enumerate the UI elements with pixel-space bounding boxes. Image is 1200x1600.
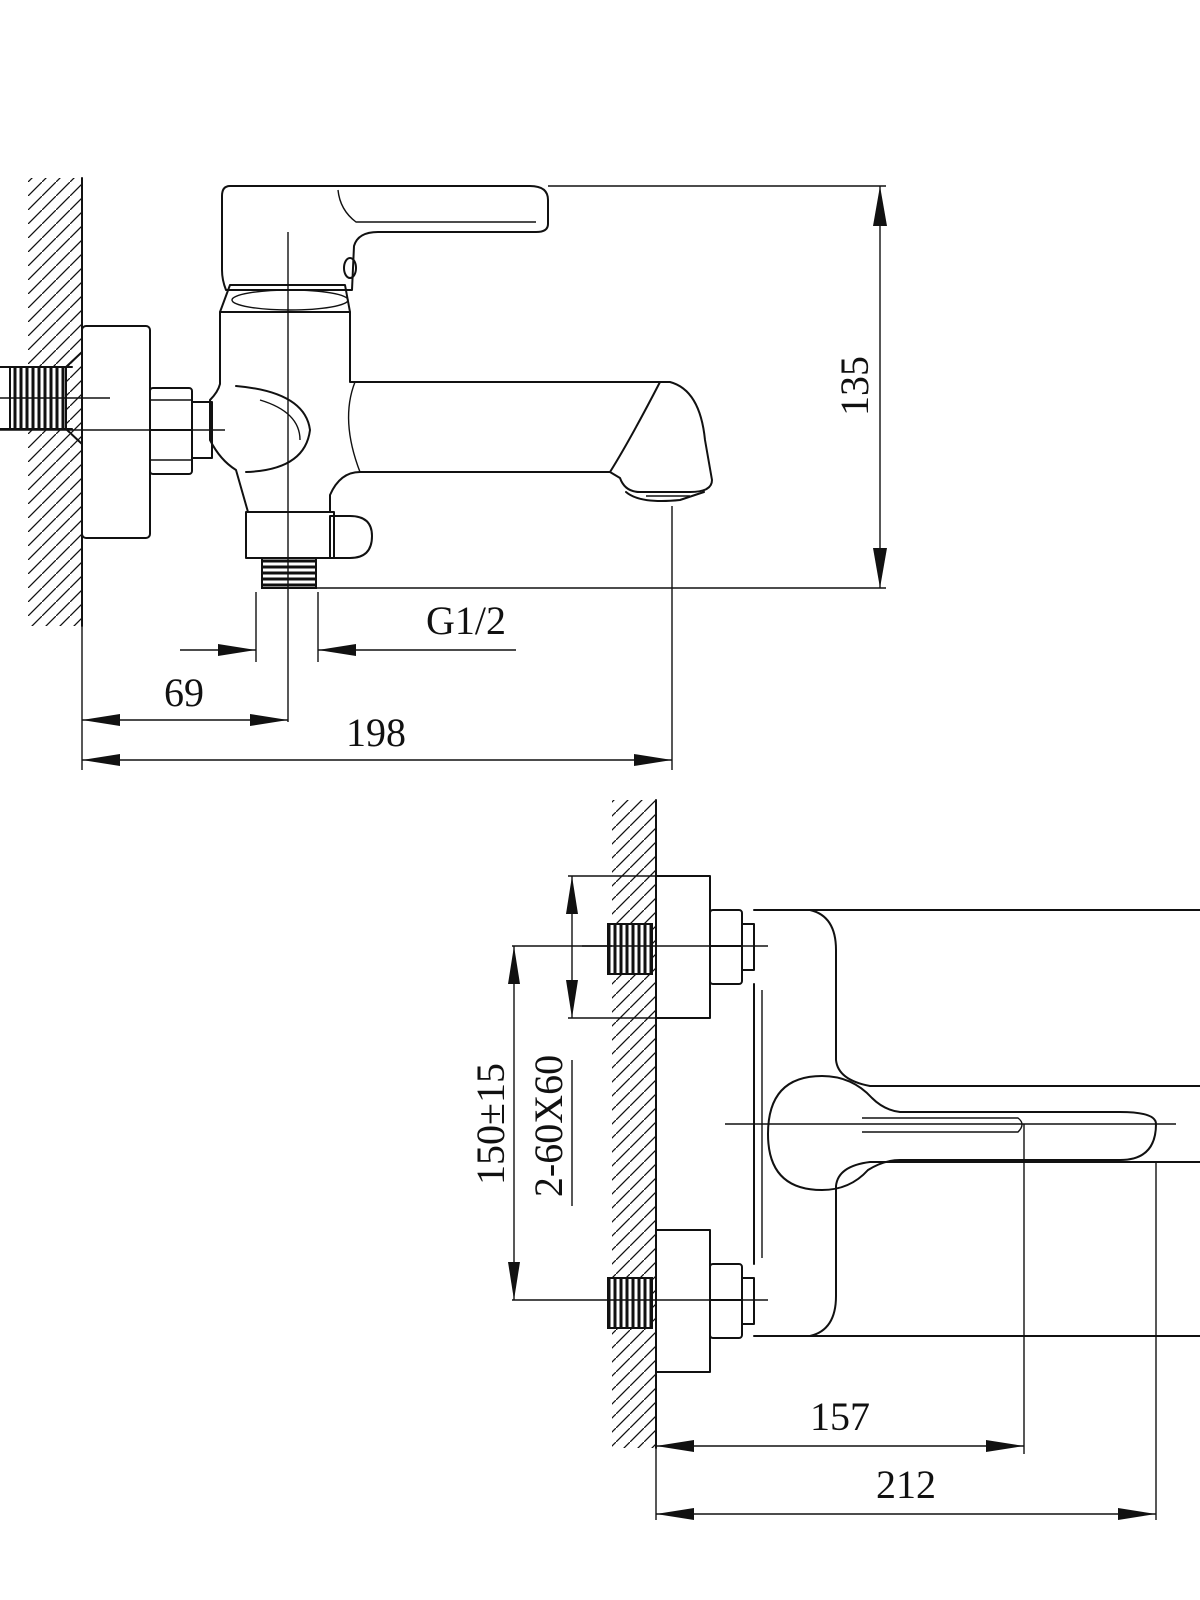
aerator bbox=[625, 491, 705, 502]
upper-flange bbox=[655, 875, 711, 1019]
wall-hatch-top bbox=[612, 800, 656, 1448]
dim-eccentric: 2-60X60 bbox=[526, 1055, 571, 1197]
wall-flange bbox=[81, 325, 151, 539]
dim-g12: G1/2 bbox=[426, 598, 506, 643]
dim-198: 198 bbox=[346, 710, 406, 755]
diverter-knob bbox=[329, 515, 373, 559]
dim-157: 157 bbox=[810, 1394, 870, 1439]
diverter-base bbox=[245, 511, 335, 559]
lever-top-view bbox=[767, 1075, 1157, 1191]
body-upper-edge bbox=[753, 909, 1200, 1087]
top-view: 2-60X60 150±15 157 212 bbox=[468, 799, 1200, 1520]
dim-135: 135 bbox=[832, 356, 877, 416]
body-lower-edge bbox=[753, 1161, 1200, 1337]
shower-outlet-thread bbox=[261, 557, 317, 589]
side-view: 135 G1/2 69 198 bbox=[0, 177, 887, 770]
lever-handle bbox=[221, 185, 549, 291]
upper-eccentric-thread bbox=[607, 923, 653, 975]
lower-flange bbox=[655, 1229, 711, 1373]
dim-69: 69 bbox=[164, 670, 204, 715]
dim-center-distance: 150±15 bbox=[468, 1063, 513, 1185]
dim-212: 212 bbox=[876, 1462, 936, 1507]
faucet-body bbox=[209, 311, 713, 513]
lower-eccentric-thread bbox=[607, 1277, 653, 1329]
